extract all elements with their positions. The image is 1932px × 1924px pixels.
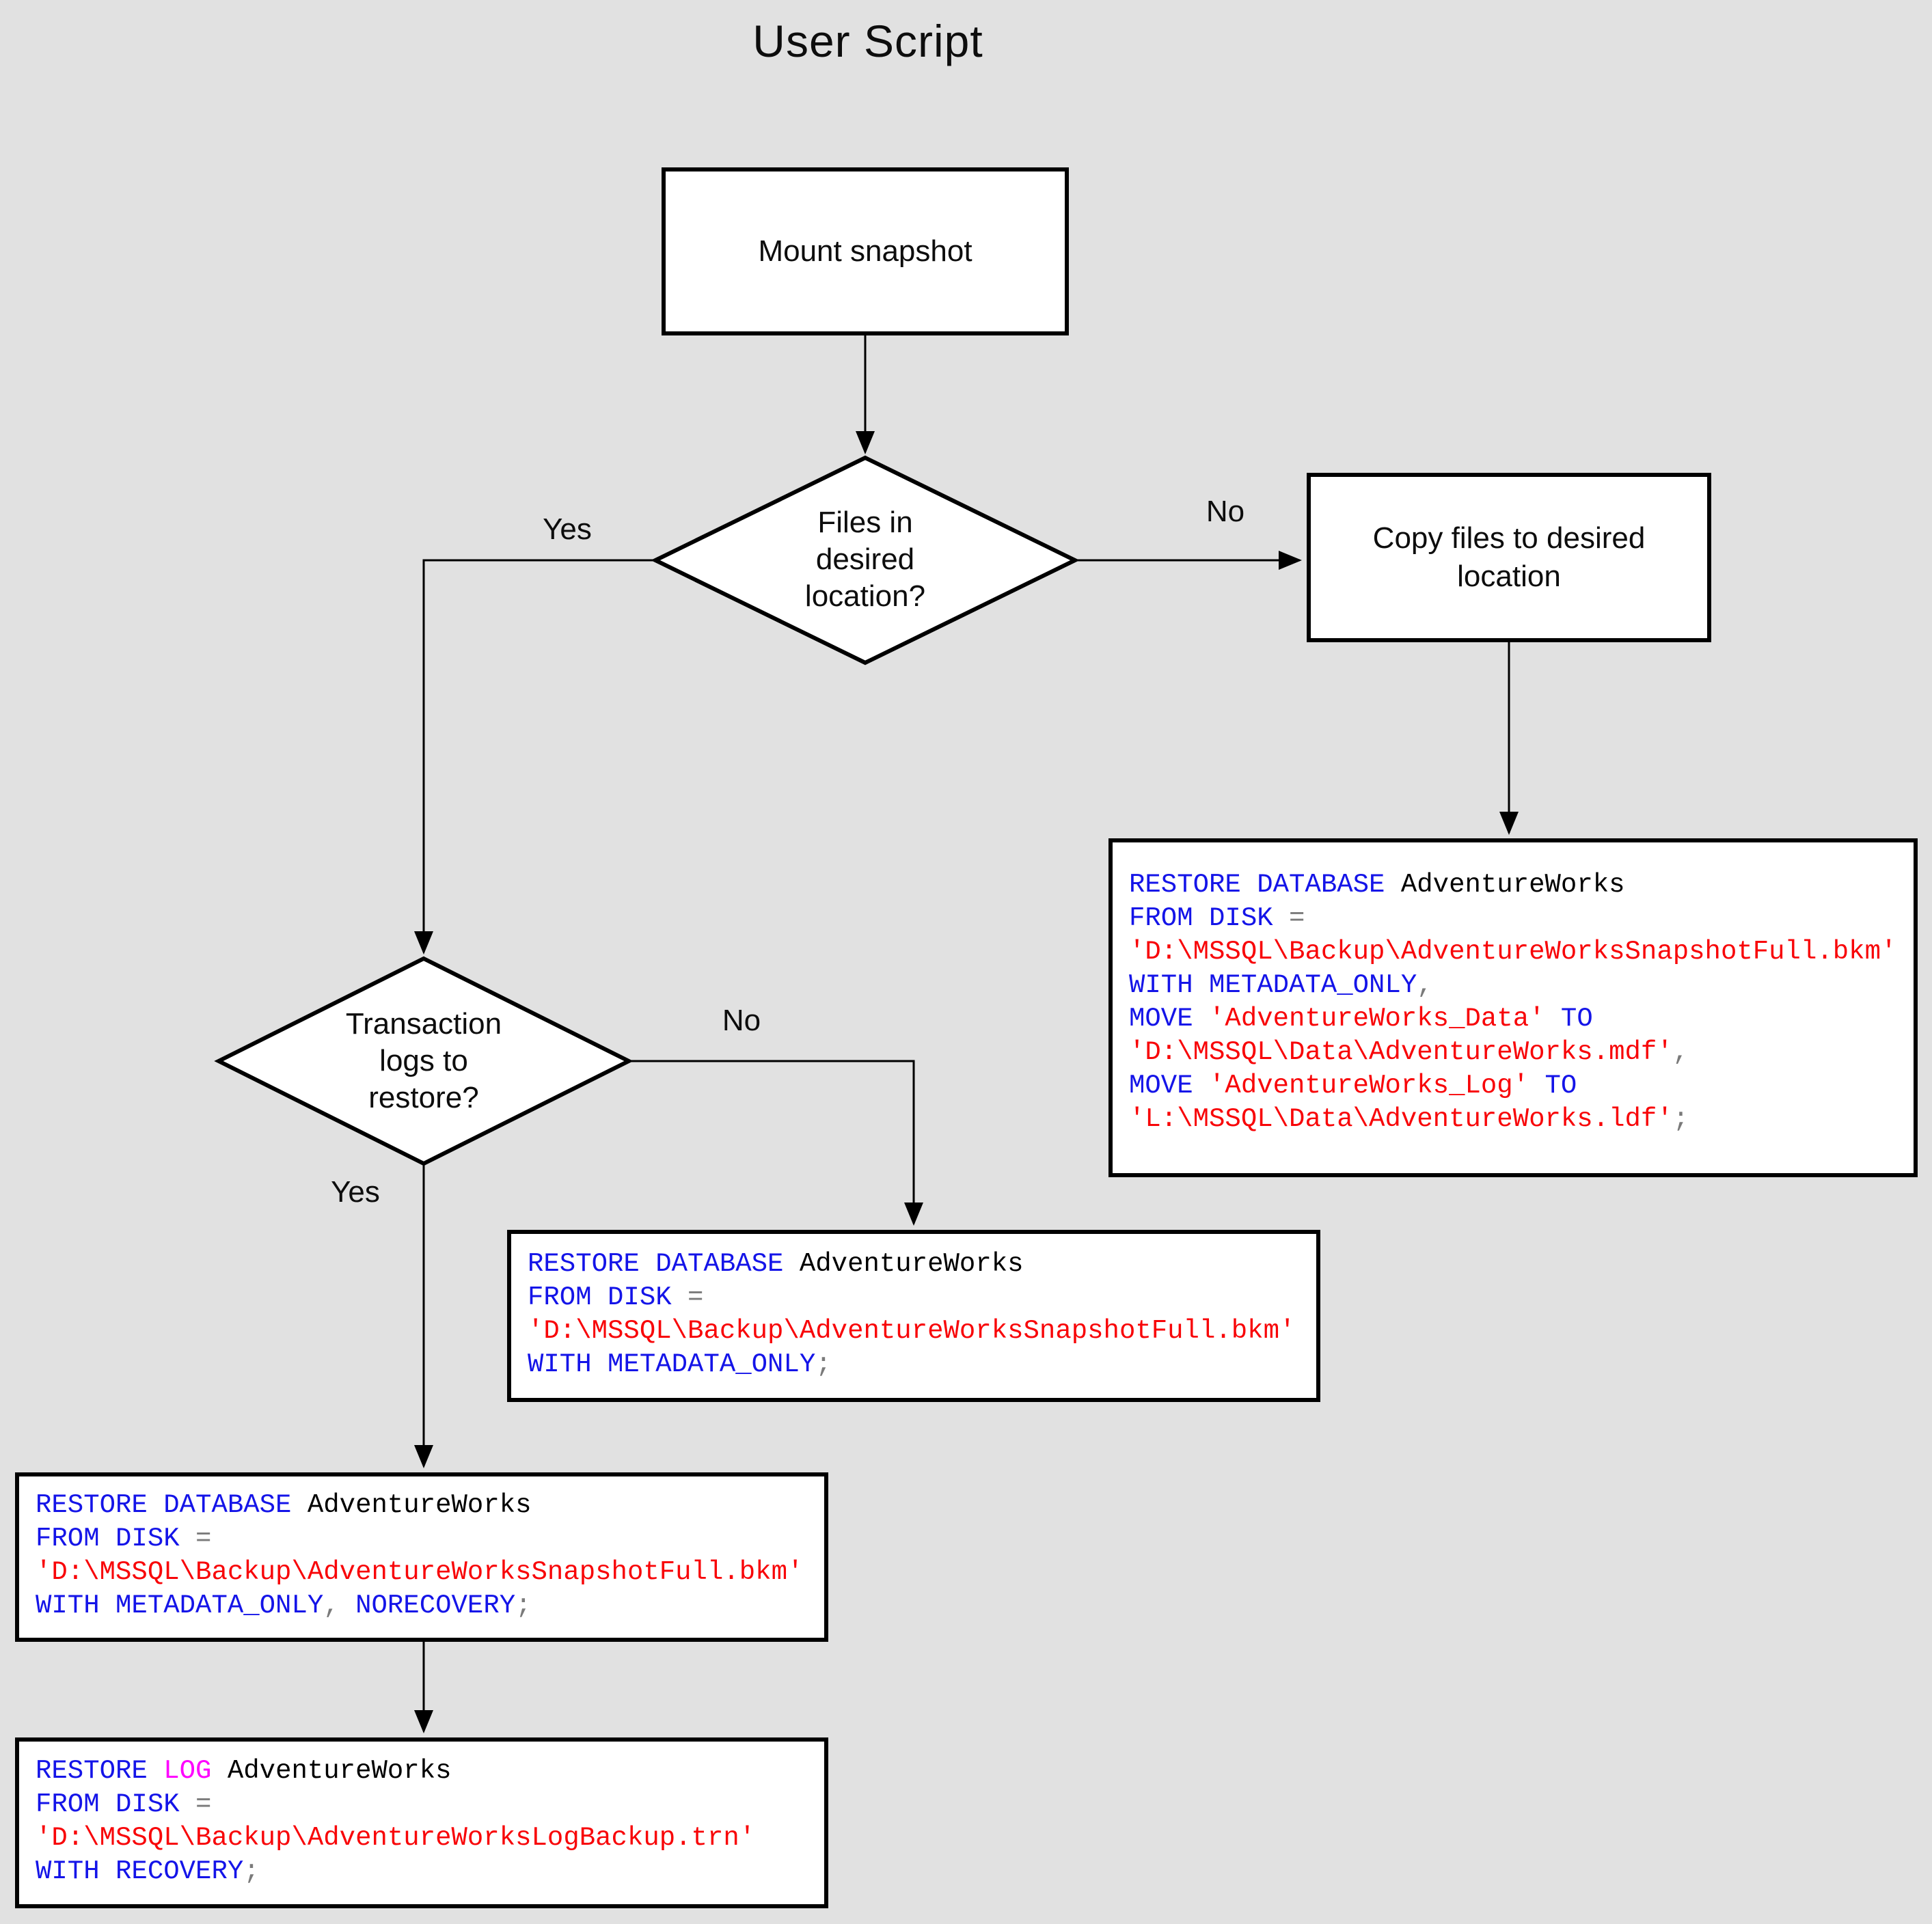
code-line: RESTORE DATABASE AdventureWorks (1129, 868, 1897, 902)
code-segment-string: 'D:\MSSQL\Backup\AdventureWorksSnapshotF… (528, 1316, 1296, 1346)
code-line: FROM DISK = (36, 1788, 808, 1822)
code-segment-keyword: FROM DISK (36, 1789, 180, 1819)
code-line: RESTORE DATABASE AdventureWorks (528, 1248, 1300, 1281)
code-segment-keyword: MOVE (1129, 1004, 1193, 1034)
files-decision-label: Files in desired location? (804, 506, 926, 613)
code-line: MOVE 'AdventureWorks_Data' TO (1129, 1002, 1897, 1036)
code-line: FROM DISK = (1129, 902, 1897, 935)
logs-yes-label: Yes (331, 1175, 380, 1209)
code-segment-string: 'D:\MSSQL\Backup\AdventureWorksLogBackup… (36, 1823, 756, 1853)
code-line: WITH RECOVERY; (36, 1855, 808, 1888)
mount-snapshot-label: Mount snapshot (758, 234, 972, 268)
page-title: User Script (752, 16, 983, 66)
files-no-label: No (1206, 495, 1245, 528)
code-line: 'D:\MSSQL\Backup\AdventureWorksSnapshotF… (36, 1556, 808, 1589)
code-line: FROM DISK = (36, 1522, 808, 1556)
code-segment-string: 'D:\MSSQL\Data\AdventureWorks.mdf' (1129, 1037, 1673, 1067)
copy-files-label: Copy files to desired location (1372, 521, 1646, 593)
code-line: 'D:\MSSQL\Data\AdventureWorks.mdf', (1129, 1036, 1897, 1069)
code-segment-operator: = (671, 1282, 704, 1313)
copy-files-node: Copy files to desired location (1307, 473, 1711, 642)
code-line: 'L:\MSSQL\Data\AdventureWorks.ldf'; (1129, 1103, 1897, 1136)
code-line: RESTORE DATABASE AdventureWorks (36, 1489, 808, 1522)
code-segment-operator: ; (515, 1591, 532, 1621)
code-segment-operator: ; (243, 1856, 260, 1886)
code-line: RESTORE LOG AdventureWorks (36, 1755, 808, 1788)
code-segment-keyword: WITH METADATA_ONLY (36, 1591, 324, 1621)
code-segment-identifier: AdventureWorks (1385, 870, 1625, 900)
logs-no-label: No (722, 1004, 761, 1037)
code-segment-string: 'D:\MSSQL\Backup\AdventureWorksSnapshotF… (36, 1557, 804, 1587)
code-segment-operator: , (1672, 1037, 1689, 1067)
files-decision-diamond (651, 455, 1080, 665)
code-line: 'D:\MSSQL\Backup\AdventureWorksLogBackup… (36, 1822, 808, 1855)
code-line: WITH METADATA_ONLY, (1129, 969, 1897, 1002)
code-line: WITH METADATA_ONLY, NORECOVERY; (36, 1589, 808, 1623)
code-segment-operator: , (323, 1591, 340, 1621)
code-segment-string: 'AdventureWorks_Log' (1193, 1071, 1529, 1101)
code-segment-keyword: FROM DISK (1129, 903, 1273, 933)
edge-files-yes-to-logs-decision (414, 559, 655, 954)
code-segment-operator: , (1417, 970, 1433, 1000)
code-line: 'D:\MSSQL\Backup\AdventureWorksSnapshotF… (528, 1315, 1300, 1348)
code-segment-keyword: WITH METADATA_ONLY (528, 1349, 816, 1379)
code-segment-keyword: TO (1529, 1071, 1577, 1101)
code-segment-identifier: AdventureWorks (783, 1249, 1024, 1279)
code-segment-operator: = (179, 1789, 212, 1819)
code-segment-operator: = (179, 1524, 212, 1554)
code-segment-string: 'AdventureWorks_Data' (1193, 1004, 1545, 1034)
code-segment-keyword: FROM DISK (36, 1524, 180, 1554)
mount-snapshot-node: Mount snapshot (662, 167, 1069, 335)
code-segment-operator: ; (815, 1349, 832, 1379)
logs-decision-diamond (214, 956, 634, 1166)
code-segment-keyword: TO (1545, 1004, 1593, 1034)
code-segment-keyword: FROM DISK (528, 1282, 672, 1313)
code-segment-keyword: RESTORE (36, 1756, 148, 1786)
code-segment-operator: = (1273, 903, 1305, 933)
code-segment-string: 'D:\MSSQL\Backup\AdventureWorksSnapshotF… (1129, 937, 1897, 967)
code-segment-keyword: MOVE (1129, 1071, 1193, 1101)
code-line: WITH METADATA_ONLY; (528, 1348, 1300, 1382)
logs-decision-label: Transaction logs to restore? (345, 1007, 502, 1114)
edge-logs-no-to-restore-metadata (629, 1060, 923, 1226)
code-segment-keyword: RESTORE DATABASE (36, 1490, 292, 1520)
code-segment-identifier: AdventureWorks (211, 1756, 452, 1786)
code-segment-keyword: NORECOVERY (339, 1591, 516, 1621)
code-line: MOVE 'AdventureWorks_Log' TO (1129, 1069, 1897, 1103)
code-segment-identifier: AdventureWorks (291, 1490, 532, 1520)
code-segment-operator: ; (1672, 1104, 1689, 1134)
code-segment-keyword: WITH METADATA_ONLY (1129, 970, 1417, 1000)
code-segment-keyword: WITH RECOVERY (36, 1856, 244, 1886)
code-segment-keyword: RESTORE DATABASE (528, 1249, 784, 1279)
code-line: FROM DISK = (528, 1281, 1300, 1315)
code-segment-log_keyword: LOG (147, 1756, 212, 1786)
files-yes-label: Yes (543, 512, 592, 546)
code-line: 'D:\MSSQL\Backup\AdventureWorksSnapshotF… (1129, 935, 1897, 969)
code-segment-keyword: RESTORE DATABASE (1129, 870, 1385, 900)
code-segment-string: 'L:\MSSQL\Data\AdventureWorks.ldf' (1129, 1104, 1673, 1134)
